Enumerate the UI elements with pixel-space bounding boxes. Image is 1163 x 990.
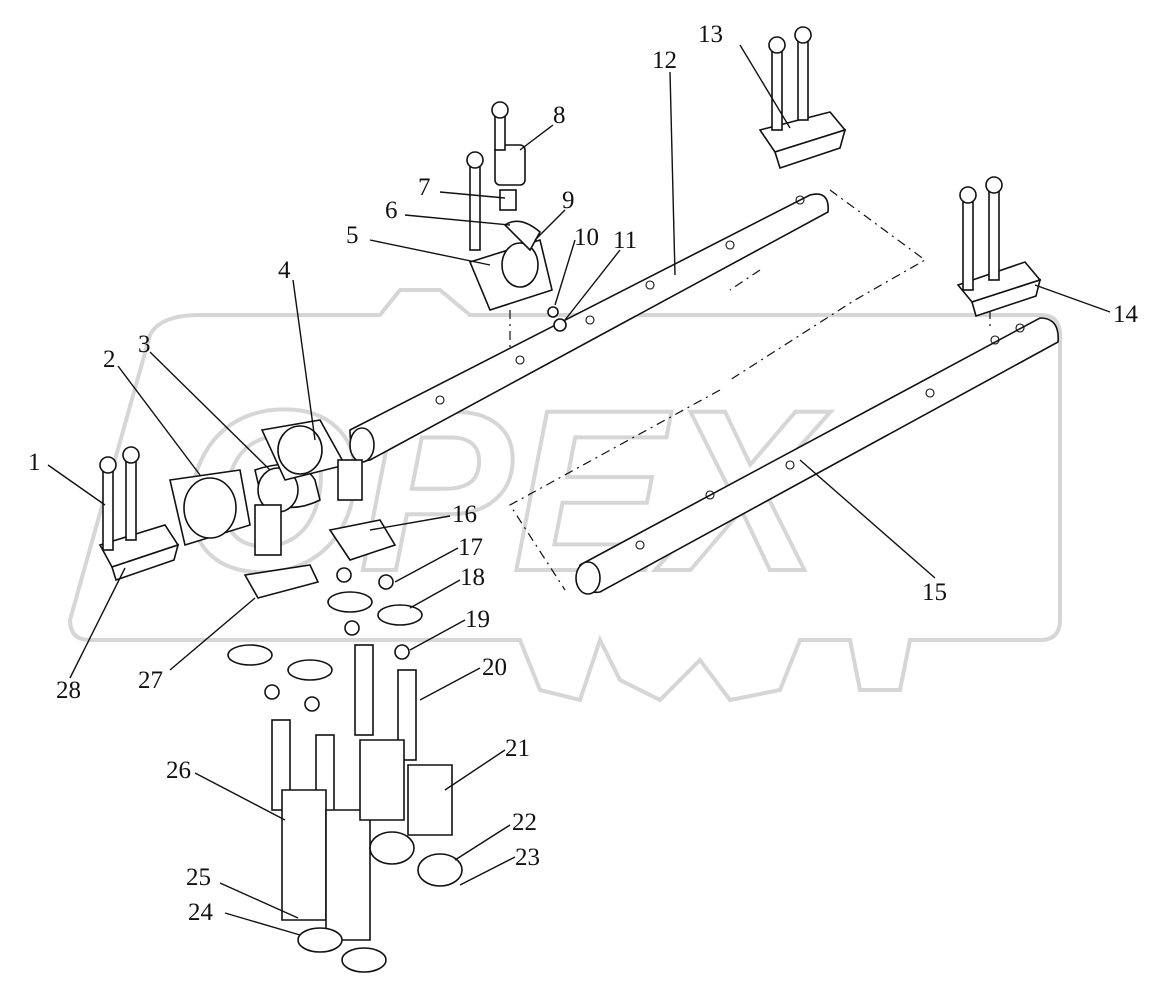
callout-14: 14 (1113, 301, 1139, 328)
callout-20: 20 (482, 654, 507, 681)
callout-13: 13 (698, 21, 723, 48)
callout-27: 27 (138, 667, 163, 694)
rocker-arm-assembly (169, 419, 363, 556)
callout-2: 2 (103, 346, 116, 373)
callout-10: 10 (574, 224, 599, 251)
callout-3: 3 (138, 331, 151, 358)
callout-9: 9 (562, 187, 575, 214)
callout-17: 17 (458, 534, 483, 561)
callout-6: 6 (385, 197, 398, 224)
assembly-center-lines (509, 189, 991, 591)
callout-18: 18 (460, 564, 485, 591)
callout-24: 24 (188, 899, 214, 926)
valve-bridges (243, 519, 397, 599)
watermark-frame (67, 288, 1062, 703)
callout-26: 26 (166, 757, 191, 784)
callout-5: 5 (346, 222, 359, 249)
valve-assemblies (227, 567, 463, 973)
callout-1: 1 (28, 449, 41, 476)
callout-11: 11 (613, 227, 637, 254)
callout-19: 19 (465, 606, 490, 633)
callout-4: 4 (278, 257, 291, 284)
shaft-bracket-lower-right (956, 176, 1042, 318)
rocker-shaft-lower (575, 317, 1059, 595)
callout-12: 12 (652, 47, 677, 74)
callout-8: 8 (553, 102, 566, 129)
callout-28: 28 (56, 677, 81, 704)
callout-25: 25 (186, 864, 211, 891)
callout-21: 21 (505, 735, 530, 762)
callout-16: 16 (452, 501, 477, 528)
callout-22: 22 (512, 809, 537, 836)
callout-15: 15 (922, 579, 947, 606)
center-rocker-assembly (466, 101, 567, 332)
callout-labels: 1 2 3 4 5 6 7 8 9 10 11 12 13 14 15 16 1… (28, 21, 1139, 926)
shaft-bracket-left (98, 446, 180, 582)
leader-lines (47, 44, 1111, 936)
shaft-bracket-upper-right (758, 26, 847, 170)
callout-23: 23 (515, 844, 540, 871)
callout-7: 7 (418, 174, 431, 201)
